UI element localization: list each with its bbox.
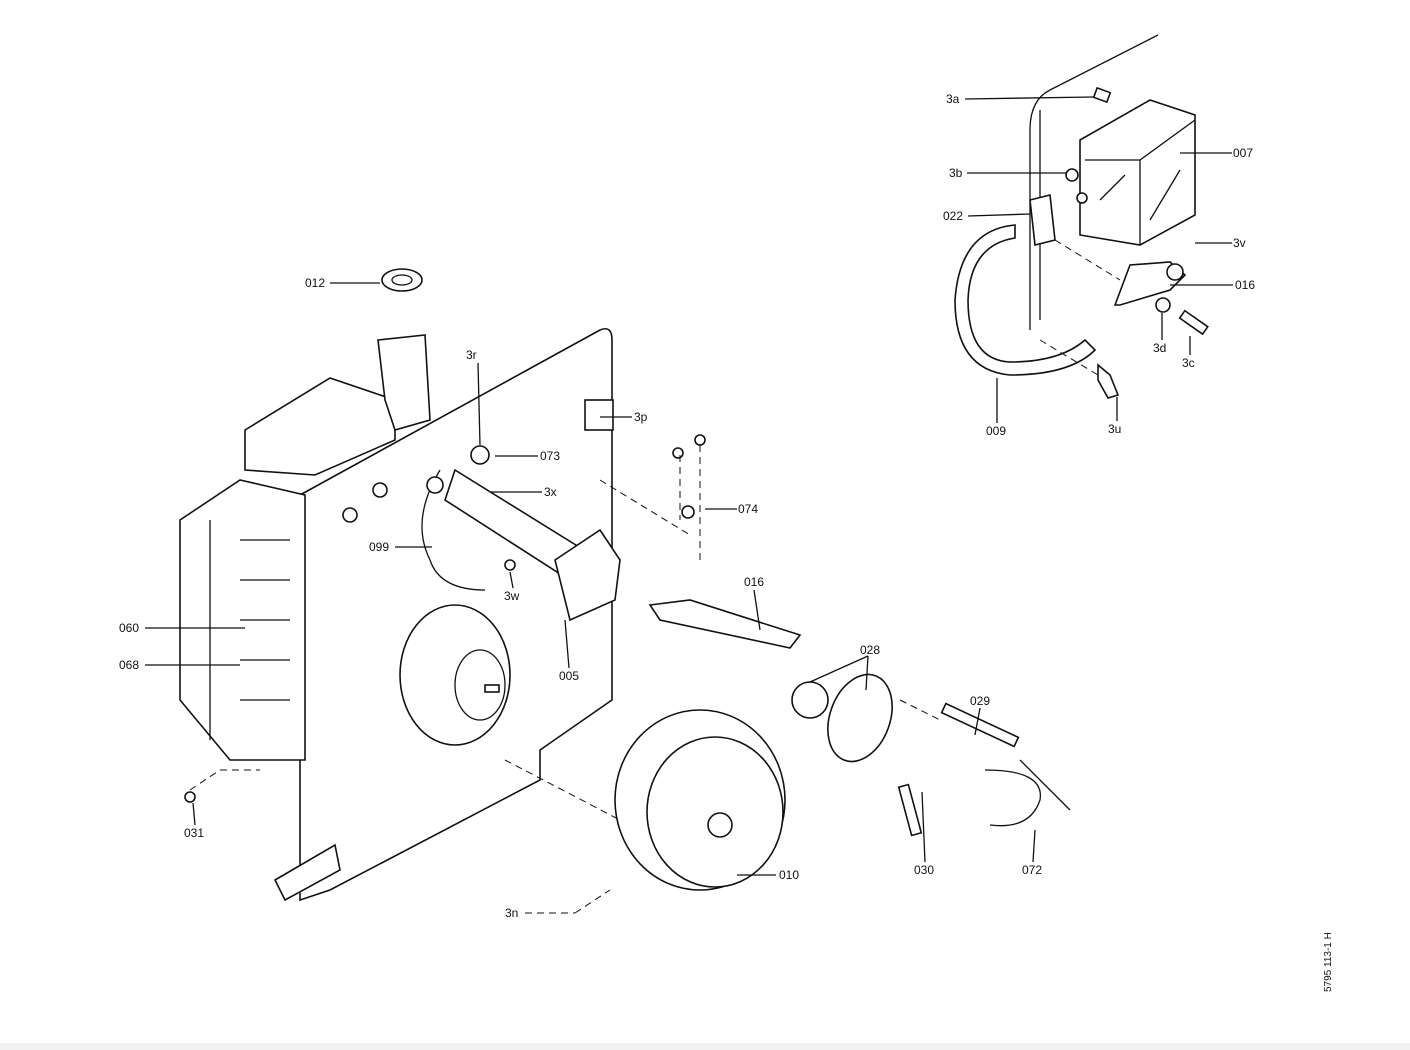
label-010: 010 (779, 868, 799, 882)
label-009: 009 (986, 424, 1006, 438)
clip-3p (584, 399, 614, 431)
label-3b: 3b (949, 166, 963, 180)
label-3n: 3n (505, 906, 518, 920)
pipe-009 (954, 224, 1097, 376)
label-030: 030 (914, 863, 934, 877)
label-016: 016 (744, 575, 764, 589)
label-031: 031 (184, 826, 204, 840)
label-3w: 3w (504, 589, 520, 603)
cable-099 (421, 469, 486, 591)
label-3d: 3d (1153, 341, 1166, 355)
part-labels: 3a 007 3b 022 3v 016 3d 3c 009 3u 012 3r… (119, 92, 1334, 992)
transformer-block (244, 377, 396, 476)
label-074: 074 (738, 502, 758, 516)
nozzle-3u (1097, 363, 1120, 399)
ignition-cable-072 (984, 759, 1071, 827)
page-footer-strip (0, 1043, 1410, 1050)
inset-assembly (954, 34, 1209, 399)
label-007: 007 (1233, 146, 1253, 160)
label-3p: 3p (634, 410, 648, 424)
electrode-030 (897, 783, 923, 837)
label-072: 072 (1022, 863, 1042, 877)
label-3u: 3u (1108, 422, 1121, 436)
flange-028 (827, 673, 893, 763)
label-3x: 3x (544, 485, 557, 499)
leader-lines (145, 96, 1233, 914)
label-016-inset: 016 (1235, 278, 1255, 292)
diffuser-005 (554, 528, 621, 622)
bracket-022 (1029, 194, 1056, 246)
label-068: 068 (119, 658, 139, 672)
label-012: 012 (305, 276, 325, 290)
main-assembly (179, 268, 1071, 914)
label-3v: 3v (1233, 236, 1246, 250)
label-3a: 3a (946, 92, 960, 106)
foot-bracket (273, 843, 341, 902)
label-3c: 3c (1182, 356, 1195, 370)
electrode-016 (648, 599, 802, 649)
gasket-028 (791, 681, 829, 719)
label-028: 028 (860, 643, 880, 657)
sealing-ring-012 (381, 268, 423, 292)
motor (399, 604, 511, 746)
label-022: 022 (943, 209, 963, 223)
label-073: 073 (540, 449, 560, 463)
label-060: 060 (119, 621, 139, 635)
transformer-007 (1079, 99, 1196, 246)
electrode-029 (940, 702, 1020, 748)
label-029: 029 (970, 694, 990, 708)
fuel-connector (377, 334, 431, 431)
label-099: 099 (369, 540, 389, 554)
label-3r: 3r (466, 348, 477, 362)
label-005: 005 (559, 669, 579, 683)
drawing-number: 5795 113-1 H (1323, 932, 1334, 992)
